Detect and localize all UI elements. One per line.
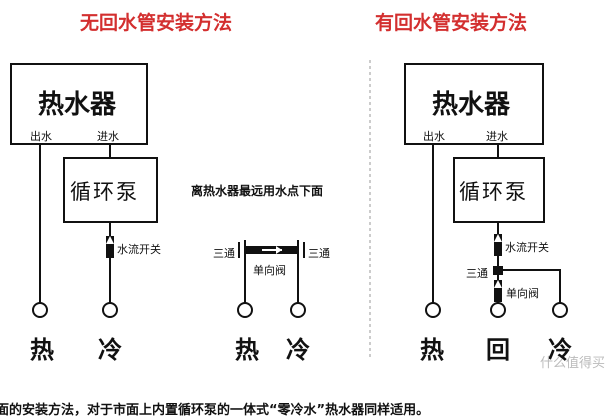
left-flow-switch [106, 236, 114, 258]
right-heater-label: 热水器 [432, 90, 511, 120]
right-hot-tap [425, 302, 441, 318]
right-check-valve-arrow-icon [494, 280, 502, 288]
left-inlet-label: 进水 [97, 130, 119, 143]
left-pump-label: 循环泵 [70, 180, 139, 204]
right-flow-switch [494, 234, 502, 256]
right-tee-label: 三通 [466, 267, 488, 280]
middle-cold-tap [290, 302, 306, 318]
middle-check-valve-label: 单向阀 [253, 264, 286, 277]
middle-title: 离热水器最远用水点下面 [191, 184, 324, 198]
left-cold-label: 冷 [98, 335, 122, 364]
right-cold-tap [552, 302, 568, 318]
middle-tee-right-label: 三通 [308, 247, 330, 260]
middle-cold-label: 冷 [286, 335, 310, 364]
left-title: 无回水管安装方法 [80, 12, 233, 34]
middle-check-valve-icon [276, 246, 282, 254]
right-heater-box [404, 63, 544, 145]
left-flow-switch-label: 水流开关 [117, 243, 161, 256]
right-hot-label: 热 [420, 335, 444, 364]
left-flow-switch-arrow-icon [106, 236, 114, 244]
right-cold-label: 冷 [548, 335, 572, 364]
left-heater-label: 热水器 [38, 90, 117, 120]
right-return-label: 回 [486, 335, 510, 364]
middle-hot-label: 热 [235, 335, 259, 364]
right-tee [493, 266, 503, 275]
right-cold-branch-pipe [498, 269, 561, 303]
left-cold-tap [102, 302, 118, 318]
right-inlet-label: 进水 [486, 130, 508, 143]
right-pump-box [453, 157, 545, 223]
left-outlet-label: 出水 [30, 130, 52, 143]
right-outlet-label: 出水 [423, 130, 445, 143]
caption: 面的安装方法，对于市面上内置循环泵的一体式“零冷水”热水器同样适用。 [0, 403, 430, 418]
right-flow-switch-arrow-icon [494, 234, 502, 242]
left-hot-label: 热 [30, 335, 54, 364]
right-check-valve [494, 280, 502, 302]
right-return-tap [490, 302, 506, 318]
right-flow-switch-label: 水流开关 [505, 241, 549, 254]
watermark: 什么值得买 [540, 356, 606, 371]
middle-hot-tap [237, 302, 253, 318]
right-title: 有回水管安装方法 [375, 12, 528, 34]
right-pump-label: 循环泵 [459, 180, 528, 204]
right-check-valve-label: 单向阀 [506, 287, 539, 300]
middle-tee-left-label: 三通 [213, 247, 235, 260]
left-pump-box [63, 157, 158, 223]
left-heater-box [10, 63, 148, 145]
left-hot-tap [32, 302, 48, 318]
